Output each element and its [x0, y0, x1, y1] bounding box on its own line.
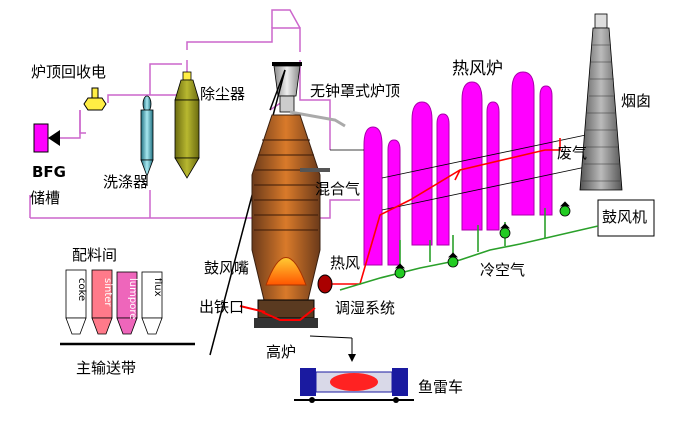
- label-bfg: BFG: [32, 163, 66, 181]
- label-scrubber: 洗涤器: [103, 173, 148, 191]
- bfg-tank: [33, 110, 81, 153]
- label-torpedo-car: 鱼雷车: [418, 378, 463, 396]
- tap-ladle-line: [309, 335, 353, 339]
- label-storage-tank: 储槽: [30, 189, 60, 207]
- scrubber: [140, 95, 154, 186]
- bin-sinter: [91, 269, 113, 335]
- fans: [394, 201, 571, 279]
- fan-icon: [499, 223, 511, 239]
- label-bell-less-top: 无钟罩式炉顶: [310, 82, 400, 100]
- bin-coke: [65, 269, 87, 335]
- hot-blast-line: [332, 138, 561, 285]
- bin-label: flux: [152, 278, 163, 297]
- bin-label: sinter: [102, 278, 113, 307]
- label-main-conveyor: 主输送带: [76, 359, 136, 377]
- label-waste-gas: 废气: [557, 144, 587, 162]
- chimney: [579, 13, 623, 191]
- hot-stoves: [363, 71, 553, 266]
- blower-box: [597, 199, 655, 237]
- bin-label: lumpore: [127, 278, 138, 319]
- label-cold-air: 冷空气: [480, 261, 525, 279]
- bin-flux: [141, 271, 163, 335]
- fan-icon: [559, 201, 571, 217]
- fan-icon: [447, 252, 459, 268]
- label-hot-stove: 热风炉: [452, 59, 503, 79]
- fan-icon: [394, 263, 406, 279]
- stove-links: [330, 131, 601, 211]
- batching-bins: coke sinter lumpore flux: [65, 269, 163, 335]
- label-hot-blast: 热风: [330, 254, 360, 272]
- label-batching-room: 配料间: [72, 246, 117, 264]
- torpedo-car: [294, 368, 414, 403]
- dust-collector: [174, 71, 200, 179]
- gas-turbine: [83, 87, 107, 111]
- hot-blast-valve: [317, 274, 333, 294]
- label-taphole: 出铁口: [199, 298, 244, 316]
- bin-lumpore: [116, 271, 138, 335]
- blast-furnace: [239, 114, 330, 328]
- label-tuyere: 鼓风嘴: [204, 259, 249, 277]
- label-chimney: 烟囱: [621, 92, 651, 110]
- label-dust-collector: 除尘器: [200, 85, 245, 103]
- label-top-gas-recovery: 炉顶回收电: [31, 63, 106, 81]
- label-humidity-system: 调湿系统: [335, 299, 395, 317]
- label-blower: 鼓风机: [602, 208, 647, 226]
- label-blast-furnace: 高炉: [266, 343, 296, 361]
- label-mixed-gas: 混合气: [315, 180, 360, 198]
- tap-arrow: [348, 338, 356, 362]
- bin-label: coke: [76, 278, 87, 301]
